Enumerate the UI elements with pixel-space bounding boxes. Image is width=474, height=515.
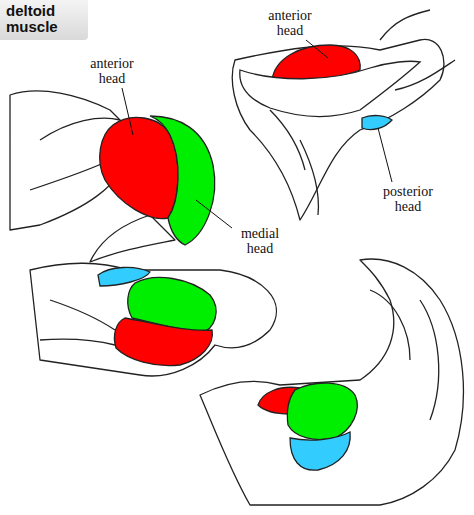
part-label: anterior head: [257, 8, 323, 38]
title-tab: deltoid muscle: [0, 0, 88, 40]
part-label: anterior head: [79, 56, 145, 86]
part-label: posterior head: [375, 184, 441, 214]
title: deltoid muscle: [6, 3, 80, 35]
part-label: medial head: [227, 226, 293, 256]
